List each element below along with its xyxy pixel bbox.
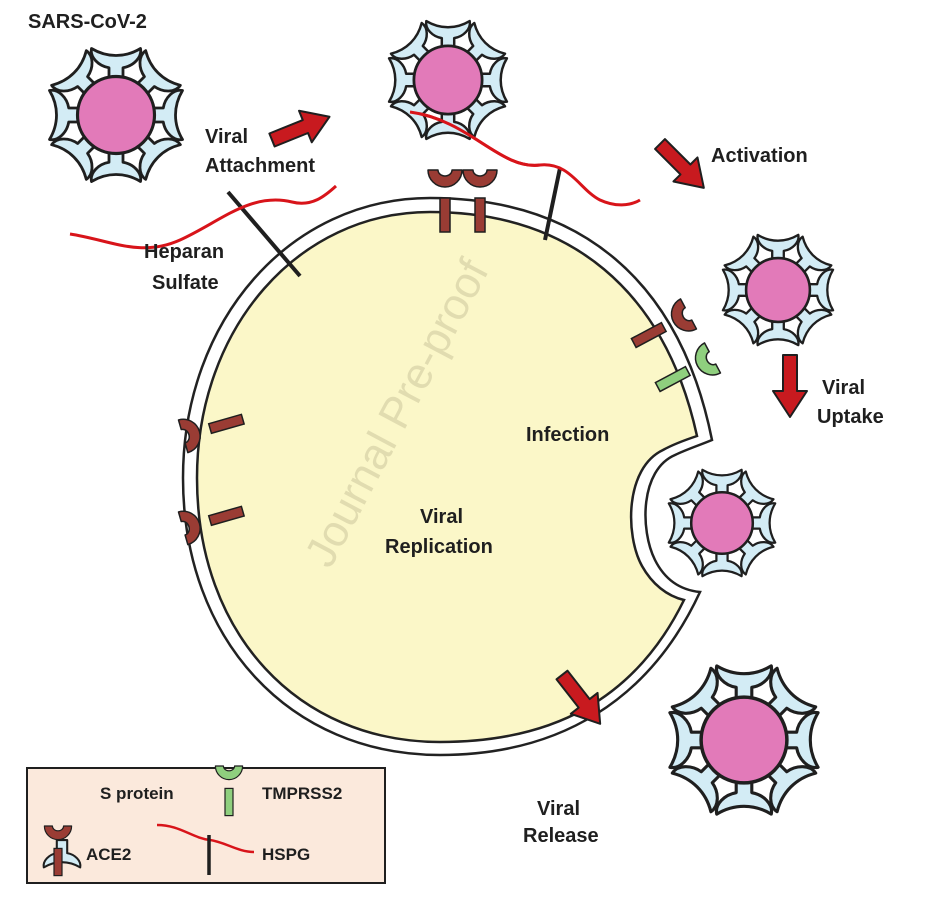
activation-label: Activation (711, 145, 808, 167)
heparan-strand-over-virus (409, 110, 541, 167)
virus-free (50, 49, 183, 182)
viral-release-label-1: Viral (537, 798, 580, 820)
legend-tmprss2-label: TMPRSS2 (262, 784, 342, 803)
cell-membrane-inner (195, 210, 699, 744)
viral-attachment-label-2: Attachment (205, 155, 315, 177)
virus-released (670, 666, 818, 814)
virus-activated (723, 235, 833, 345)
viral-attachment-label-1: Viral (205, 126, 248, 148)
host-cell (181, 196, 714, 757)
viral-replication-label-2: Replication (385, 536, 493, 558)
infection-label: Infection (526, 424, 609, 446)
viral-uptake-label-1: Viral (822, 377, 865, 399)
viral-replication-label-1: Viral (420, 506, 463, 528)
arrow-uptake (772, 354, 808, 418)
title-label: SARS-CoV-2 (28, 11, 147, 33)
heparan-sulfate-label-2: Sulfate (152, 272, 219, 294)
legend-s-protein-label: S protein (100, 784, 174, 803)
heparan-sulfate-label-1: Heparan (144, 241, 224, 263)
arrow-activation (646, 130, 717, 201)
viral-release-label-2: Release (523, 825, 599, 847)
virus-uptake (669, 470, 775, 576)
legend-ace2-label: ACE2 (86, 845, 131, 864)
viral-uptake-label-2: Uptake (817, 406, 884, 428)
virus-attached (389, 21, 507, 139)
legend: S protein TMPRSS2 ACE2 HSPG (26, 765, 386, 884)
arrow-attachment (264, 100, 337, 157)
hspg-left (69, 184, 338, 278)
hspg-icon (156, 823, 255, 875)
legend-hspg-label: HSPG (262, 845, 310, 864)
